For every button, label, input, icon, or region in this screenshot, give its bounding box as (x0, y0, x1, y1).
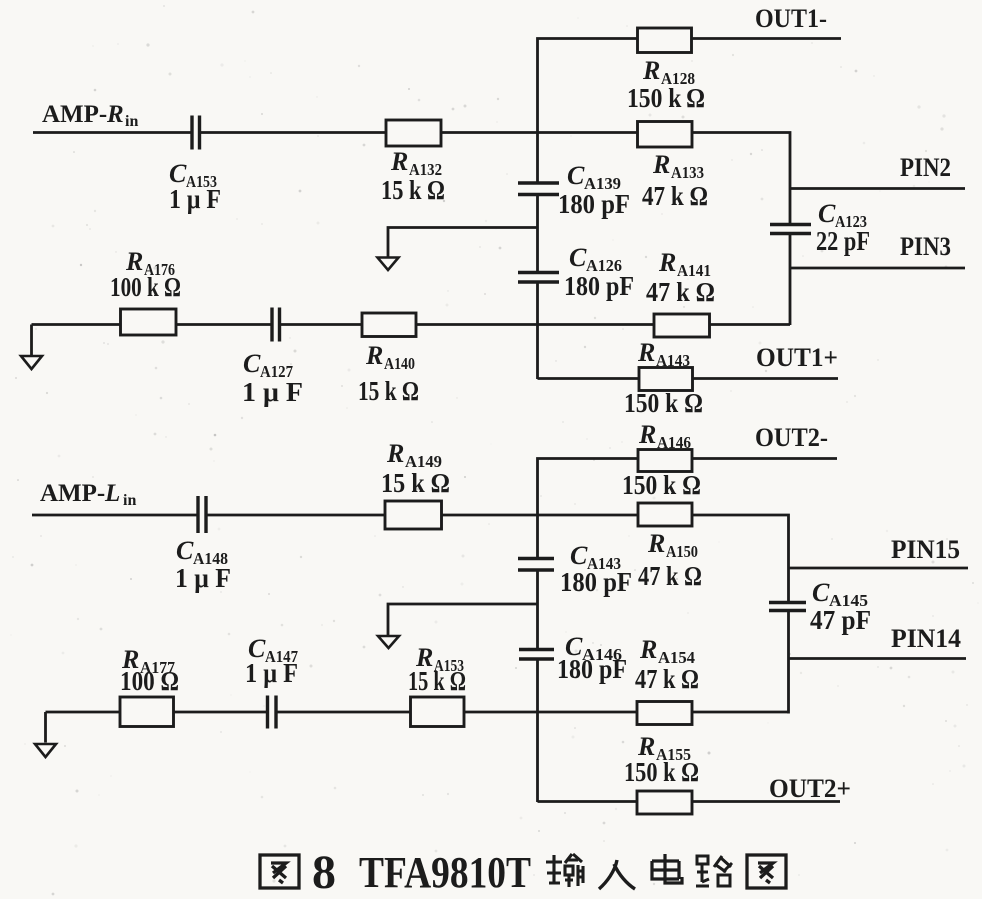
svg-text:C: C (812, 578, 830, 607)
svg-text:C: C (570, 541, 588, 570)
svg-text:A177: A177 (140, 658, 175, 677)
svg-text:OUT2+: OUT2+ (769, 774, 851, 803)
svg-text:C: C (248, 634, 266, 663)
svg-text:47 pF: 47 pF (810, 605, 871, 635)
svg-text:R: R (642, 56, 660, 85)
svg-text:A126: A126 (586, 256, 622, 275)
svg-text:A146: A146 (657, 433, 691, 452)
svg-text:AMP-: AMP- (42, 101, 107, 128)
svg-text:C: C (176, 536, 194, 565)
svg-text:1 μ F: 1 μ F (175, 563, 231, 593)
svg-text:A150: A150 (666, 542, 698, 561)
svg-text:A149: A149 (405, 452, 442, 471)
svg-text:R: R (637, 732, 655, 761)
svg-text:R: R (638, 420, 656, 449)
svg-text:A153: A153 (186, 172, 217, 191)
svg-text:180 pF: 180 pF (557, 654, 627, 684)
svg-text:1 μ F: 1 μ F (169, 184, 221, 214)
svg-text:A147: A147 (265, 647, 298, 666)
svg-text:R: R (652, 150, 670, 179)
svg-text:L: L (104, 480, 120, 507)
svg-text:A148: A148 (193, 549, 228, 568)
svg-text:A154: A154 (658, 648, 695, 667)
svg-text:A133: A133 (671, 163, 704, 182)
svg-text:R: R (390, 147, 408, 176)
svg-text:A143: A143 (656, 351, 690, 370)
svg-text:1 μ F: 1 μ F (242, 377, 303, 407)
svg-text:C: C (243, 349, 261, 378)
svg-text:R: R (658, 248, 676, 277)
svg-text:180 pF: 180 pF (560, 567, 632, 597)
svg-text:R: R (106, 101, 124, 128)
svg-text:in: in (123, 492, 136, 509)
svg-text:A132: A132 (409, 160, 442, 179)
svg-text:15 k Ω: 15 k Ω (408, 666, 466, 696)
svg-text:R: R (639, 635, 657, 664)
svg-text:180 pF: 180 pF (558, 189, 630, 219)
svg-text:22 pF: 22 pF (816, 226, 870, 256)
svg-text:15 k Ω: 15 k Ω (381, 175, 445, 205)
svg-text:A139: A139 (584, 174, 621, 193)
svg-text:A176: A176 (144, 260, 175, 279)
svg-text:C: C (169, 159, 187, 188)
svg-text:47 k Ω: 47 k Ω (635, 664, 699, 694)
svg-text:1 μ F: 1 μ F (245, 658, 298, 688)
svg-text:150 k Ω: 150 k Ω (622, 470, 701, 500)
svg-text:8: 8 (312, 846, 336, 899)
svg-text:R: R (637, 338, 655, 367)
svg-text:A127: A127 (260, 362, 293, 381)
svg-text:A143: A143 (587, 554, 621, 573)
svg-text:R: R (647, 529, 665, 558)
svg-text:C: C (565, 632, 583, 661)
svg-text:PIN3: PIN3 (900, 232, 951, 261)
svg-text:150 k Ω: 150 k Ω (627, 83, 705, 113)
svg-text:PIN14: PIN14 (891, 624, 961, 653)
svg-text:A155: A155 (656, 745, 691, 764)
svg-text:OUT1+: OUT1+ (756, 343, 838, 372)
svg-text:PIN15: PIN15 (891, 535, 960, 564)
svg-text:A146: A146 (582, 645, 622, 664)
svg-text:15 k Ω: 15 k Ω (358, 376, 419, 406)
svg-text:A128: A128 (661, 69, 695, 88)
svg-text:150 k Ω: 150 k Ω (624, 388, 703, 418)
svg-text:A145: A145 (829, 591, 868, 610)
svg-text:100 k Ω: 100 k Ω (110, 272, 181, 302)
svg-text:15 k Ω: 15 k Ω (381, 468, 450, 498)
svg-text:C: C (569, 243, 587, 272)
svg-text:R: R (125, 247, 143, 276)
svg-text:C: C (818, 199, 836, 228)
svg-text:OUT1-: OUT1- (755, 4, 827, 33)
svg-text:OUT2-: OUT2- (755, 423, 828, 452)
svg-text:R: R (121, 645, 139, 674)
svg-text:47 k Ω: 47 k Ω (638, 561, 702, 591)
svg-text:AMP-: AMP- (40, 480, 105, 507)
svg-text:TFA9810T: TFA9810T (359, 848, 531, 897)
svg-text:47 k Ω: 47 k Ω (642, 181, 708, 211)
svg-text:R: R (415, 643, 433, 672)
svg-text:A123: A123 (835, 212, 867, 231)
svg-text:100 Ω: 100 Ω (120, 666, 179, 696)
svg-text:A141: A141 (677, 261, 711, 280)
svg-text:A153: A153 (434, 656, 464, 675)
svg-text:in: in (125, 113, 138, 130)
svg-text:47 k Ω: 47 k Ω (646, 277, 715, 307)
svg-text:R: R (386, 439, 404, 468)
svg-text:C: C (567, 161, 585, 190)
svg-text:PIN2: PIN2 (900, 153, 951, 182)
svg-text:180 pF: 180 pF (564, 271, 634, 301)
svg-text:R: R (365, 341, 383, 370)
svg-text:150 k Ω: 150 k Ω (624, 757, 699, 787)
svg-text:A140: A140 (384, 354, 415, 373)
